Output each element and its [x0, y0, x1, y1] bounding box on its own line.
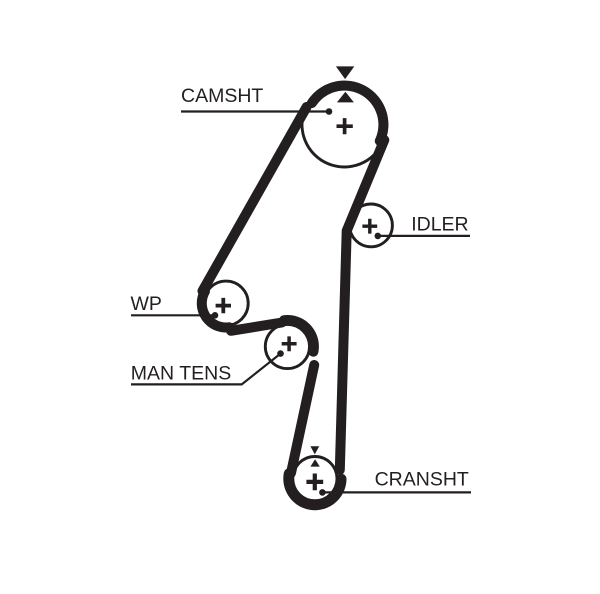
svg-text:IDLER: IDLER — [411, 214, 468, 236]
svg-text:CRANSHT: CRANSHT — [375, 469, 469, 491]
svg-text:CAMSHT: CAMSHT — [181, 85, 263, 107]
svg-text:MAN TENS: MAN TENS — [131, 362, 231, 384]
svg-text:WP: WP — [131, 293, 162, 315]
